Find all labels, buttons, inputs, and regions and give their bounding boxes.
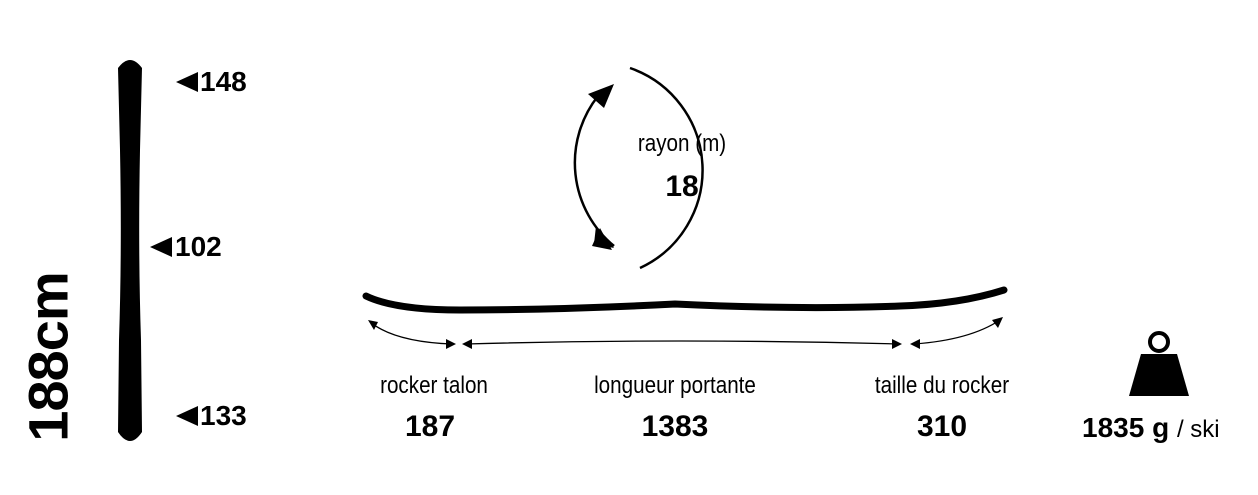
- ski-top-view-icon: [118, 60, 142, 441]
- ski-length: 188cm: [16, 272, 80, 442]
- radius-label: rayon (m): [637, 130, 727, 157]
- waist-width: 102: [175, 231, 222, 262]
- double-arrow-icon: [369, 319, 1001, 345]
- tip-rocker-label: taille du rocker: [874, 372, 1010, 399]
- tail-width: 133: [200, 400, 247, 431]
- ski-profile-icon: [362, 286, 1008, 314]
- weight-icon: [1129, 331, 1189, 396]
- arrow-left-icon: [176, 72, 198, 92]
- radius-value: 18: [665, 170, 699, 203]
- running-length-value: 1383: [641, 410, 709, 443]
- tail-rocker-label: rocker talon: [380, 372, 488, 399]
- tip-width: 148: [200, 66, 247, 97]
- tip-rocker-value: 310: [916, 410, 968, 443]
- running-length-label: longueur portante: [594, 372, 756, 399]
- tail-rocker-value: 187: [404, 410, 456, 443]
- arrow-left-icon: [176, 406, 198, 426]
- ski-weight: 1835 g / ski: [1082, 414, 1220, 442]
- arrow-left-icon: [150, 237, 172, 257]
- circular-arrows-icon: [573, 66, 704, 270]
- weight-unit: / ski: [1176, 416, 1220, 443]
- weight-value: 1835 g: [1082, 412, 1170, 443]
